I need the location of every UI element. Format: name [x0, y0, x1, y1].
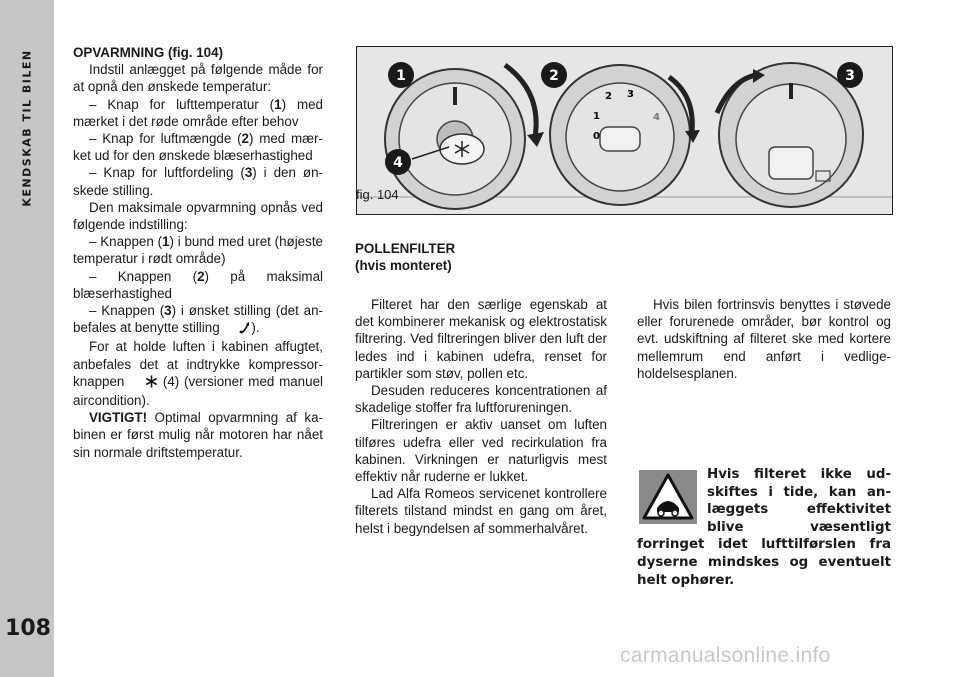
temp-knob-paragraph: – Knap for lufttemperatur (1) med mærket… — [73, 96, 323, 129]
svg-text:2: 2 — [549, 68, 559, 84]
page-number: 108 — [5, 616, 51, 641]
warning-box: Hvis filteret ikke ud­skiftes i tide, ka… — [637, 466, 891, 589]
callout-3: 3 — [837, 62, 863, 88]
important-paragraph: VIGTIGT! Optimal opvarmning af ka­binen … — [73, 410, 323, 460]
figure-caption: fig. 104 — [356, 187, 399, 202]
svg-text:4: 4 — [393, 155, 403, 171]
section-title: KENDSKAB TIL BILEN — [20, 49, 34, 207]
fan-label-0: 0 — [593, 131, 600, 142]
compressor-button — [439, 133, 485, 165]
watermark: carmanualsonline.info — [620, 644, 831, 667]
max-knob2-paragraph: – Knappen (2) på maksimal blæserhas­tigh… — [73, 268, 324, 301]
fan-knob-paragraph: – Knap for luftmængde (2) med mær­ket ud… — [73, 131, 323, 164]
callout-2: 2 — [541, 62, 567, 88]
dehumidify-paragraph: For at holde luften i kabinen affugtet, … — [73, 339, 323, 409]
feet-airflow-icon — [223, 321, 251, 338]
max-knob3-paragraph: – Knappen (3) i ønsket stilling (det an­… — [73, 302, 323, 338]
fan-speed-knob: 0 1 2 3 4 — [549, 64, 691, 206]
warning-text: Hvis filteret ikke ud­skiftes i tide, ka… — [637, 467, 891, 588]
fan-label-4: 4 — [653, 112, 660, 123]
figure-104-climate-controls: 0 1 2 3 4 1 2 3 — [356, 46, 893, 215]
warning-triangle-icon — [639, 470, 697, 524]
svg-text:3: 3 — [845, 68, 855, 84]
callout-4: 4 — [385, 149, 411, 175]
svg-text:1: 1 — [396, 68, 406, 84]
filter-paragraph-5: Hvis bilen fortrinsvis benyttes i støved… — [637, 297, 891, 381]
pollen-filter-heading: POLLENFILTER (hvis monteret) — [355, 240, 455, 274]
heating-heading: OPVARMNING (fig. 104) — [73, 45, 224, 60]
intro-paragraph: Indstil anlægget på følgende måde for at… — [73, 62, 323, 95]
sidebar: KENDSKAB TIL BILEN 108 — [0, 0, 54, 677]
pollen-heading-line1: POLLENFILTER — [355, 241, 456, 256]
callout-1: 1 — [388, 62, 414, 88]
filter-paragraph-4: Lad Alfa Romeos servicenet kontrolle­re … — [355, 486, 607, 536]
filter-paragraph-2: Desuden reduceres koncentrationen af ska… — [355, 383, 607, 416]
heating-section: OPVARMNING (fig. 104) Indstil anlægget p… — [73, 44, 323, 461]
compressor-snowflake-icon — [129, 375, 158, 392]
pollen-column-2: Filteret har den særlige egenskab at det… — [355, 296, 607, 537]
air-distribution-knob — [718, 62, 864, 208]
fan-label-2: 2 — [605, 91, 612, 102]
max-heating-paragraph: Den maksimale opvarmning opnås ved følge… — [73, 199, 323, 233]
climate-panel-illustration: 0 1 2 3 4 1 2 3 — [357, 47, 892, 214]
filter-paragraph-1: Filteret har den særlige egenskab at det… — [355, 297, 607, 381]
max-knob1-paragraph: – Knappen (1) i bund med uret (højeste t… — [73, 234, 323, 267]
pollen-column-3: Hvis bilen fortrinsvis benyttes i støved… — [637, 296, 891, 382]
fan-label-3: 3 — [627, 89, 634, 100]
filter-paragraph-3: Filtreringen er aktiv uanset om luften t… — [355, 417, 607, 485]
distribution-knob-paragraph: – Knap for luftfordeling (3) i den øn­sk… — [73, 165, 323, 198]
fan-label-1: 1 — [593, 111, 600, 122]
pollen-heading-line2: (hvis monteret) — [355, 258, 452, 274]
